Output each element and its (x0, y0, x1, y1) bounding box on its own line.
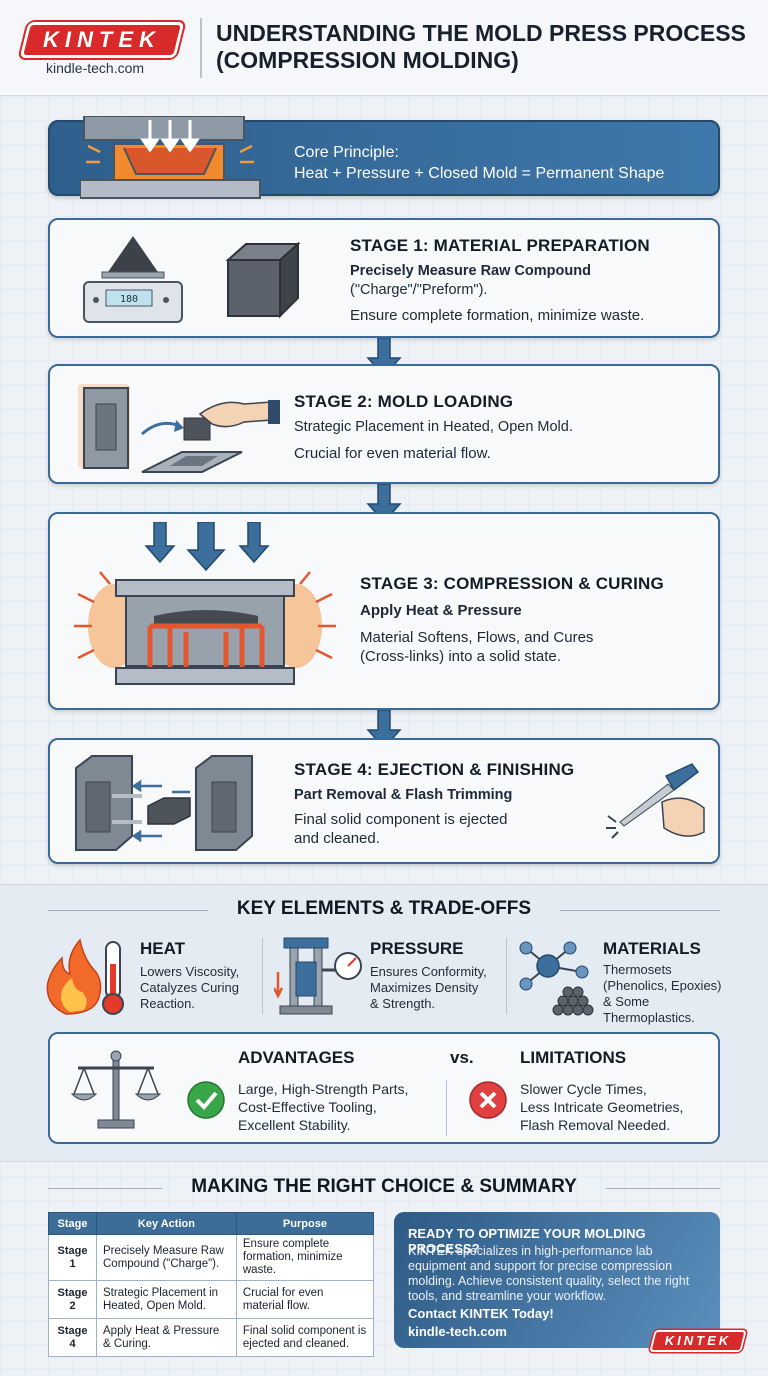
table-header: Purpose (235, 1212, 375, 1235)
stage-4-title: STAGE 4: EJECTION & FINISHING (294, 760, 575, 779)
stage-1-subtitle: Precisely Measure Raw Compound (350, 263, 591, 279)
materials-title: MATERIALS (603, 939, 701, 958)
stage-3-card: STAGE 3: COMPRESSION & CURING Apply Heat… (48, 512, 720, 710)
stage-2-title: STAGE 2: MOLD LOADING (294, 392, 514, 411)
mold-press-icon (80, 116, 261, 199)
cta-panel[interactable]: READY TO OPTIMIZE YOUR MOLDING PROCESS? … (394, 1212, 720, 1348)
core-principle-title: Core Principle: (294, 144, 399, 161)
pressure-title: PRESSURE (370, 939, 464, 958)
deburring-tool-icon (606, 763, 705, 839)
table-header: Key Action (96, 1212, 237, 1235)
stage-4-subtitle: Part Removal & Flash Trimming (294, 787, 513, 803)
cta-body: KINTEK specializes in high-performance l… (408, 1244, 690, 1303)
section-rule (48, 910, 208, 911)
table-row: Stage 4 Apply Heat & Pressure & Curing. … (48, 1318, 375, 1357)
kintek-logo-small[interactable]: KINTEK (649, 1330, 747, 1352)
stage-2-subtitle: Strategic Placement in Heated, Open Mold… (294, 419, 573, 435)
contact-link[interactable]: Contact KINTEK Today! (408, 1306, 554, 1321)
advantages-list: Large, High-Strength Parts, Cost-Effecti… (238, 1081, 409, 1133)
materials-description: Thermosets (Phenolics, Epoxies) & Some T… (603, 962, 722, 1025)
stage-4-body: Final solid component is ejected and cle… (294, 811, 508, 847)
molecule-icon (519, 941, 594, 1016)
kintek-logo[interactable]: KINTEK (19, 22, 185, 58)
stage-1-body: Ensure complete formation, minimize wast… (350, 307, 645, 324)
stage-2-card: STAGE 2: MOLD LOADING Strategic Placemen… (48, 364, 720, 484)
header-divider (200, 18, 202, 78)
table-row: Stage 1 Precisely Measure Raw Compound (… (48, 1234, 375, 1281)
mold-loading-icon (78, 384, 280, 473)
section-rule (606, 1188, 720, 1189)
stage-3-body: Material Softens, Flows, and Cures (Cros… (360, 629, 594, 665)
table-header: Stage (48, 1212, 97, 1235)
core-principle-banner: Core Principle: Heat + Pressure + Closed… (48, 116, 720, 199)
summary-title: MAKING THE RIGHT CHOICE & SUMMARY (191, 1176, 577, 1197)
stage-4-card: STAGE 4: EJECTION & FINISHING Part Remov… (48, 738, 720, 864)
x-mark-icon (469, 1081, 507, 1119)
tradeoffs-card: ADVANTAGES vs. LIMITATIONS Large, High-S… (48, 1032, 720, 1144)
limitations-title: LIMITATIONS (520, 1048, 627, 1067)
core-principle-formula: Heat + Pressure + Closed Mold = Permanen… (294, 165, 665, 182)
scale-icon: 180 (83, 236, 183, 323)
header: KINTEK kindle-tech.com UNDERSTANDING THE… (0, 0, 768, 96)
stage-1-title: STAGE 1: MATERIAL PREPARATION (350, 236, 650, 255)
flame-thermometer-icon (46, 938, 124, 1015)
pressure-description: Ensures Conformity, Maximizes Density & … (370, 964, 487, 1011)
column-divider (262, 938, 263, 1014)
table-row: Stage 2 Strategic Placement in Heated, O… (48, 1280, 375, 1319)
press-gauge-icon (274, 937, 362, 1015)
svg-text:180: 180 (120, 294, 138, 305)
mold-ejection-icon (75, 755, 253, 851)
cta-heading: READY TO OPTIMIZE YOUR MOLDING PROCESS? (408, 1226, 646, 1256)
advantages-title: ADVANTAGES (238, 1048, 355, 1067)
check-icon (187, 1081, 225, 1119)
section-rule (48, 1188, 162, 1189)
limitations-list: Slower Cycle Times, Less Intricate Geome… (520, 1081, 684, 1133)
stage-3-title: STAGE 3: COMPRESSION & CURING (360, 574, 664, 593)
column-divider (446, 1080, 447, 1136)
balance-scale-icon (70, 1050, 162, 1129)
preform-block-icon (225, 241, 301, 319)
stage-1-subtitle-2: ("Charge"/"Preform"). (350, 282, 488, 298)
page-title: UNDERSTANDING THE MOLD PRESS PROCESS (CO… (216, 20, 746, 73)
stage-1-card: 180 STAGE 1: MATERIAL PREPARATION Precis… (48, 218, 720, 338)
summary-table: Stage Key Action Purpose Stage 1 Precise… (48, 1212, 375, 1357)
vs-label: vs. (450, 1048, 474, 1067)
stage-3-subtitle: Apply Heat & Pressure (360, 602, 522, 619)
heat-title: HEAT (140, 939, 186, 958)
column-divider (506, 938, 507, 1014)
heat-description: Lowers Viscosity, Catalyzes Curing React… (140, 964, 240, 1011)
stage-2-body: Crucial for even material flow. (294, 445, 491, 462)
compression-press-icon (74, 522, 336, 685)
brand-url[interactable]: kindle-tech.com (46, 60, 145, 76)
section-rule (560, 910, 720, 911)
key-elements-title: KEY ELEMENTS & TRADE-OFFS (236, 898, 532, 919)
cta-url-link[interactable]: kindle-tech.com (408, 1324, 507, 1339)
